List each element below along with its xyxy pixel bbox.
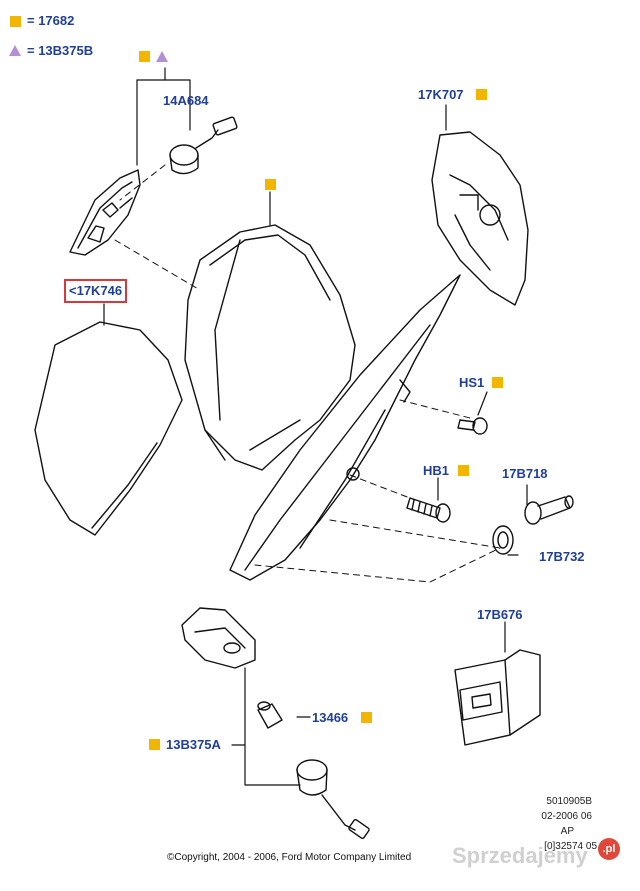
marker-triangle-14a684-group <box>156 51 168 62</box>
label-17k707: 17K707 <box>418 87 464 102</box>
label-17k746: <17K746 <box>69 283 123 298</box>
leader-lines <box>103 67 528 786</box>
marker-square-hs1 <box>492 377 503 388</box>
legend-triangle-marker <box>9 45 21 56</box>
mirror-housing <box>184 224 356 471</box>
label-17b718: 17B718 <box>502 466 548 481</box>
legend-square-text: = 17682 <box>27 13 75 28</box>
diagram-region: AP <box>560 826 574 837</box>
alignment-dashes <box>114 164 501 583</box>
label-hb1: HB1 <box>423 463 450 478</box>
puddle-lamp-13b375a <box>181 607 256 669</box>
bulb-socket-14a684 <box>169 116 238 175</box>
bulb-13466 <box>257 701 283 729</box>
marker-square-17k707 <box>476 89 487 100</box>
highlight-box-17k746: <17K746 <box>64 279 128 303</box>
label-13b375a: 13B375A <box>166 737 221 752</box>
legend-triangle-text: = 13B375B <box>27 43 94 58</box>
label-hs1: HS1 <box>459 375 485 390</box>
diagram-ref: [0]32574 05 <box>544 841 597 852</box>
marker-square-14a684-group <box>139 51 150 62</box>
marker-square-13b375a <box>149 739 160 750</box>
marker-square-hb1 <box>458 465 469 476</box>
turn-signal-housing <box>69 169 141 256</box>
marker-square-housing <box>265 179 276 190</box>
mirror-glass-17k746 <box>34 321 183 536</box>
legend-square-marker <box>10 16 21 27</box>
label-17b732: 17B732 <box>539 549 585 564</box>
diagram-date: 02-2006 06 <box>541 811 592 822</box>
label-13466: 13466 <box>312 710 349 725</box>
diagram-code: 5010905B <box>546 796 592 807</box>
screw-hs1 <box>457 417 488 435</box>
grommet-17b732 <box>492 525 514 555</box>
bolt-hb1 <box>406 497 451 523</box>
label-14a684: 14A684 <box>163 93 209 108</box>
label-17b676: 17B676 <box>477 607 523 622</box>
marker-square-13466 <box>361 712 372 723</box>
watermark-text: Sprzedajemy <box>452 843 588 868</box>
mirror-backing-17k707 <box>431 131 529 306</box>
mirror-base <box>229 274 461 581</box>
pin-17b718 <box>524 495 574 525</box>
watermark-badge: .pl <box>598 838 620 860</box>
switch-17b676 <box>454 649 541 746</box>
lamp-socket <box>296 759 370 839</box>
copyright-text: ©Copyright, 2004 - 2006, Ford Motor Comp… <box>167 852 412 863</box>
